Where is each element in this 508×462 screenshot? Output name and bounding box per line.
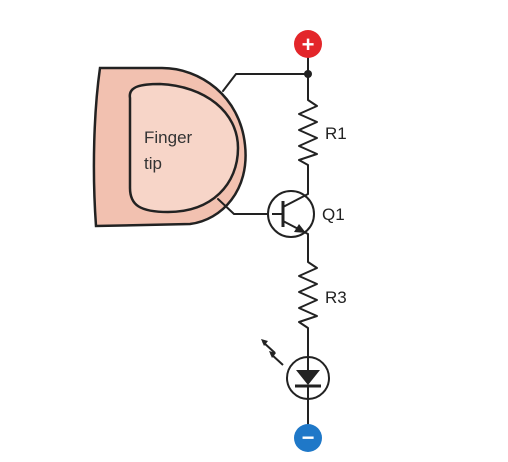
finger-label-line1: Finger — [144, 128, 193, 147]
resistor-r1-label: R1 — [325, 124, 347, 143]
wire-finger-bottom — [217, 198, 273, 215]
finger-nail — [128, 82, 240, 214]
finger-label-line2: tip — [144, 154, 162, 173]
positive-terminal: + — [294, 30, 322, 58]
resistor-r3-label: R3 — [325, 288, 347, 307]
positive-terminal-symbol: + — [302, 32, 315, 57]
led — [261, 339, 330, 400]
resistor-r1: R1 — [298, 99, 347, 166]
junction-dot — [304, 70, 312, 78]
transistor-q1-collector — [282, 193, 309, 208]
transistor-q1-emitter-arrow — [294, 224, 306, 233]
transistor-q1: Q1 — [267, 190, 345, 238]
led-light-arrows — [261, 339, 284, 366]
negative-terminal-symbol: − — [302, 425, 315, 450]
finger-tip: Finger tip — [92, 66, 247, 228]
led-light-arrow-2-head — [269, 351, 276, 358]
transistor-q1-label: Q1 — [322, 205, 345, 224]
led-triangle — [296, 370, 320, 385]
negative-terminal-circle — [294, 424, 322, 452]
negative-terminal: − — [294, 424, 322, 452]
resistor-r3: R3 — [298, 261, 347, 329]
positive-terminal-circle — [294, 30, 322, 58]
wire-finger-top — [222, 73, 309, 92]
led-light-arrow-1-head — [261, 339, 268, 346]
resistor-r1-zigzag — [298, 99, 318, 166]
transistor-q1-body — [267, 190, 315, 238]
resistor-r3-zigzag — [298, 261, 318, 329]
